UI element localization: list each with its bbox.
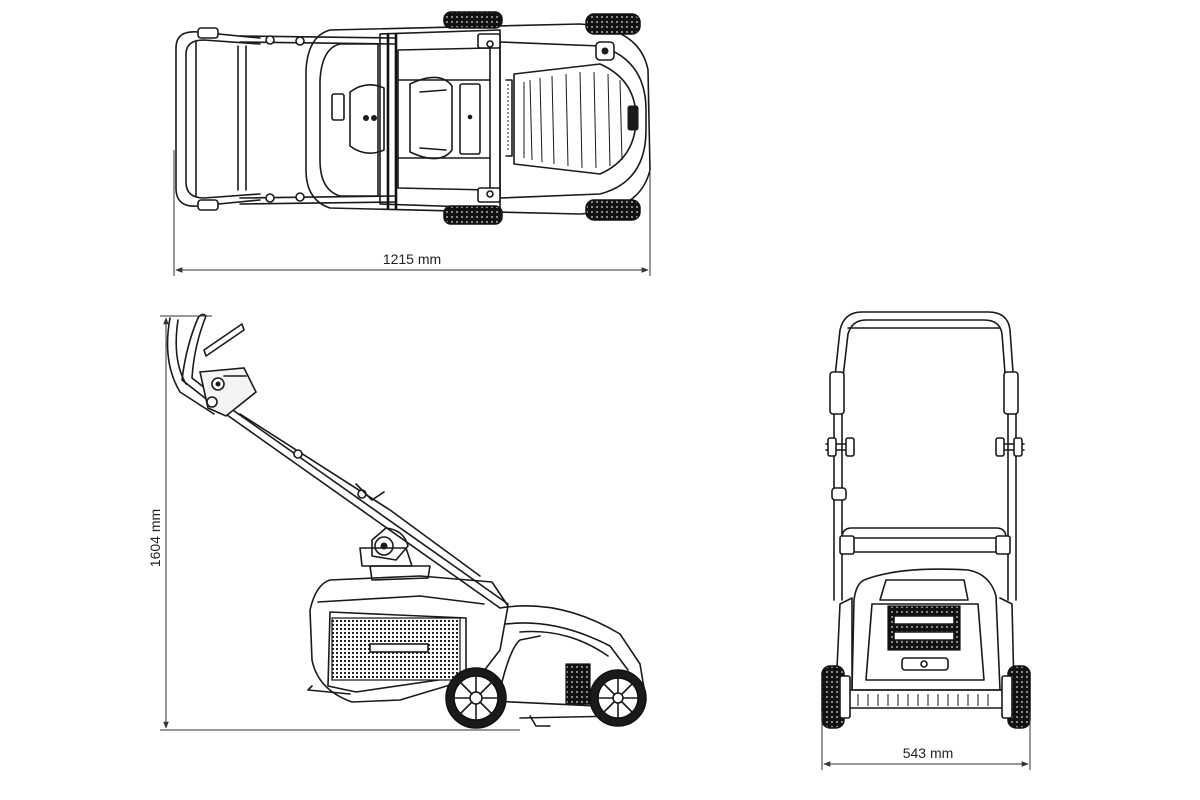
front-grille <box>887 605 961 651</box>
length-label: 1215 mm <box>383 251 441 267</box>
width-dimension: 543 mm <box>821 712 1031 770</box>
top-view-wheels <box>443 11 641 225</box>
front-view-wheels <box>821 665 1031 729</box>
side-view-front-wheel <box>589 669 647 727</box>
top-view: 1215 mm <box>173 11 651 276</box>
front-view-handle <box>825 311 1025 601</box>
side-view-body <box>307 565 647 727</box>
top-view-handle <box>175 27 396 211</box>
side-vent <box>565 663 591 705</box>
length-dimension: 1215 mm <box>173 150 651 276</box>
height-label: 1604 mm <box>147 509 163 567</box>
width-label: 543 mm <box>903 745 954 761</box>
side-view-handle <box>166 313 509 609</box>
top-view-deck <box>305 23 651 215</box>
side-view-rear-wheel <box>445 667 507 729</box>
front-view: 543 mm <box>821 311 1031 770</box>
front-view-body <box>835 568 1015 709</box>
side-view: 1604 mm <box>147 313 647 731</box>
height-dimension: 1604 mm <box>147 315 520 731</box>
